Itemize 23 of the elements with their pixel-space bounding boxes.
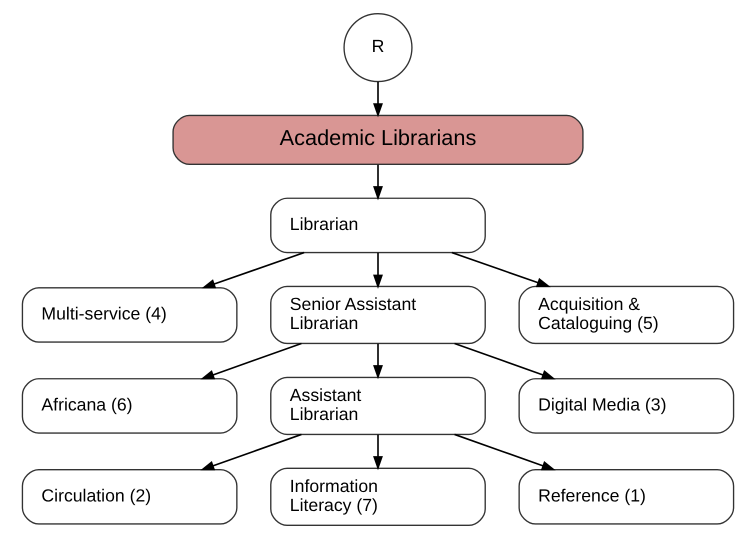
node-circle: R <box>343 13 413 82</box>
arrow <box>373 82 383 118</box>
arrow <box>454 434 556 470</box>
arrow <box>373 252 383 289</box>
node-box: Multi-service (4) <box>22 287 238 343</box>
node-box: Librarian <box>270 198 486 254</box>
arrow <box>200 434 302 470</box>
arrow <box>373 164 383 200</box>
node-box: Senior Assistant Librarian <box>270 286 486 344</box>
node-box: Information Literacy (7) <box>270 468 486 526</box>
node-box: Assistant Librarian <box>270 376 486 436</box>
arrow <box>454 342 556 380</box>
node-box: Africana (6) <box>22 378 238 434</box>
arrow <box>452 252 551 288</box>
node-box: Acquisition & Cataloguing (5) <box>518 286 734 344</box>
node-box: Circulation (2) <box>22 469 238 525</box>
node-box: Digital Media (3) <box>518 378 734 434</box>
arrow <box>373 344 383 380</box>
arrow <box>201 252 304 289</box>
node-box: Academic Librarians <box>172 114 584 165</box>
node-box: Reference (1) <box>518 469 734 525</box>
arrow <box>373 434 383 470</box>
arrow <box>200 342 302 380</box>
